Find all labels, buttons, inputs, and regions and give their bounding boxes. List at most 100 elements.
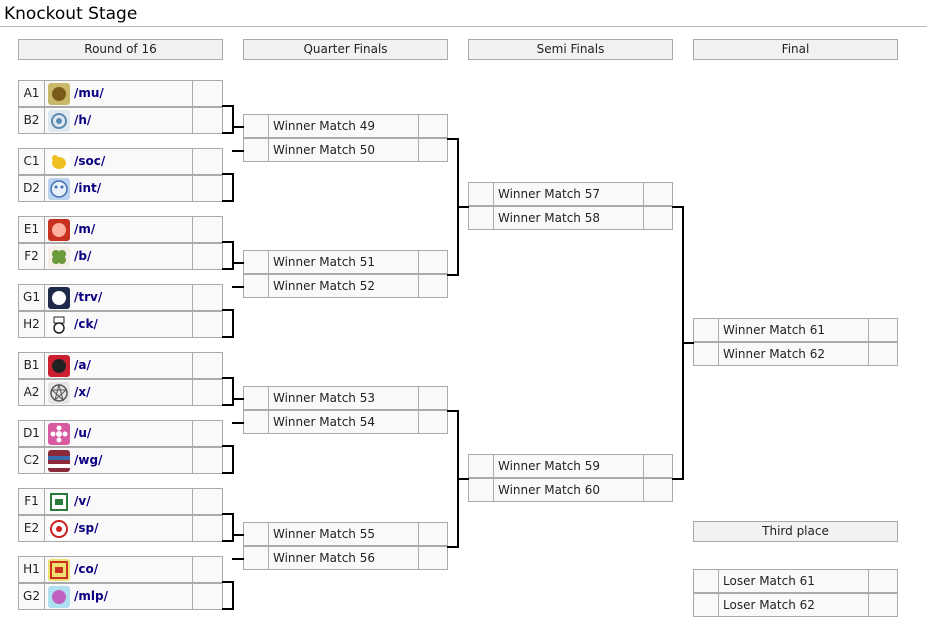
seed-cell	[468, 182, 494, 206]
bracket-connector	[232, 513, 234, 542]
score-cell	[418, 410, 448, 434]
seed-label: D1	[18, 420, 45, 447]
match-slot: Winner Match 61	[718, 318, 869, 342]
seed-cell	[243, 114, 269, 138]
int-logo-icon	[48, 178, 70, 200]
seed-label: H2	[18, 311, 45, 338]
score-cell	[418, 114, 448, 138]
bracket-connector	[222, 581, 234, 583]
seed-cell	[243, 138, 269, 162]
team-link[interactable]: /v/	[74, 494, 91, 508]
score-cell	[192, 447, 223, 474]
score-cell	[418, 274, 448, 298]
match-slot: Winner Match 55	[268, 522, 419, 546]
bracket-connector	[222, 200, 234, 202]
column-header: Round of 16	[18, 39, 223, 60]
team-link[interactable]: /sp/	[74, 521, 99, 535]
seed-cell	[243, 250, 269, 274]
bracket-connector	[232, 377, 234, 406]
match-slot: Winner Match 53	[268, 386, 419, 410]
team-link[interactable]: /co/	[74, 562, 99, 576]
team-link[interactable]: /mlp/	[74, 589, 108, 603]
match-slot: Winner Match 51	[268, 250, 419, 274]
seed-label: D2	[18, 175, 45, 202]
score-cell	[192, 515, 223, 542]
bracket-connector	[232, 445, 234, 474]
mlp-pony-icon	[48, 586, 70, 608]
seed-cell	[468, 206, 494, 230]
match-slot: Winner Match 60	[493, 478, 644, 502]
seed-label: A2	[18, 379, 45, 406]
score-cell	[192, 379, 223, 406]
m-logo-icon	[48, 219, 70, 241]
team-cell: /wg/	[44, 447, 193, 474]
score-cell	[643, 478, 673, 502]
bracket-connector	[222, 377, 234, 379]
match-slot: Winner Match 49	[268, 114, 419, 138]
score-cell	[192, 488, 223, 515]
team-link[interactable]: /u/	[74, 426, 92, 440]
match-slot: Winner Match 57	[493, 182, 644, 206]
bracket-connector	[222, 241, 234, 243]
team-link[interactable]: /m/	[74, 222, 96, 236]
match-slot: Winner Match 54	[268, 410, 419, 434]
co-comics-icon	[48, 559, 70, 581]
third-place-header: Third place	[693, 521, 898, 542]
seed-cell	[243, 274, 269, 298]
team-link[interactable]: /h/	[74, 113, 92, 127]
team-cell: /m/	[44, 216, 193, 243]
bracket-connector	[682, 342, 694, 344]
team-cell: /b/	[44, 243, 193, 270]
team-link[interactable]: /wg/	[74, 453, 103, 467]
score-cell	[418, 546, 448, 570]
team-cell: /x/	[44, 379, 193, 406]
seed-cell	[468, 454, 494, 478]
bracket-connector	[222, 105, 234, 107]
mu-logo-icon	[48, 83, 70, 105]
team-link[interactable]: /soc/	[74, 154, 106, 168]
seed-label: B1	[18, 352, 45, 379]
score-cell	[868, 318, 898, 342]
seed-label: E1	[18, 216, 45, 243]
bracket-connector	[232, 241, 234, 270]
page-title: Knockout Stage	[4, 4, 138, 24]
bracket-connector	[232, 398, 244, 400]
match-slot: Winner Match 50	[268, 138, 419, 162]
bracket-connector	[447, 274, 459, 276]
seed-label: C1	[18, 148, 45, 175]
bracket-connector	[447, 410, 459, 412]
seed-cell	[693, 569, 719, 593]
bracket-connector	[232, 558, 244, 560]
trv-logo-icon	[48, 287, 70, 309]
seed-label: G2	[18, 583, 45, 610]
team-cell: /h/	[44, 107, 193, 134]
bracket-connector	[232, 309, 234, 338]
match-slot: Winner Match 59	[493, 454, 644, 478]
score-cell	[643, 454, 673, 478]
seed-cell	[693, 342, 719, 366]
team-link[interactable]: /ck/	[74, 317, 98, 331]
bracket-connector	[457, 478, 469, 480]
column-header: Semi Finals	[468, 39, 673, 60]
team-link[interactable]: /int/	[74, 181, 102, 195]
team-link[interactable]: /trv/	[74, 290, 103, 304]
score-cell	[192, 80, 223, 107]
bracket-connector	[222, 268, 234, 270]
bracket-connector	[222, 513, 234, 515]
bracket-connector	[672, 206, 684, 208]
team-link[interactable]: /mu/	[74, 86, 104, 100]
match-slot: Winner Match 58	[493, 206, 644, 230]
team-link[interactable]: /a/	[74, 358, 91, 372]
seed-cell	[243, 386, 269, 410]
seed-label: F1	[18, 488, 45, 515]
bracket-connector	[232, 105, 234, 134]
bracket-connector	[232, 262, 244, 264]
bracket-connector	[222, 540, 234, 542]
u-flower-icon	[48, 423, 70, 445]
match-slot: Winner Match 62	[718, 342, 869, 366]
team-cell: /a/	[44, 352, 193, 379]
score-cell	[418, 250, 448, 274]
team-link[interactable]: /b/	[74, 249, 92, 263]
bracket-connector	[232, 150, 244, 152]
team-link[interactable]: /x/	[74, 385, 91, 399]
